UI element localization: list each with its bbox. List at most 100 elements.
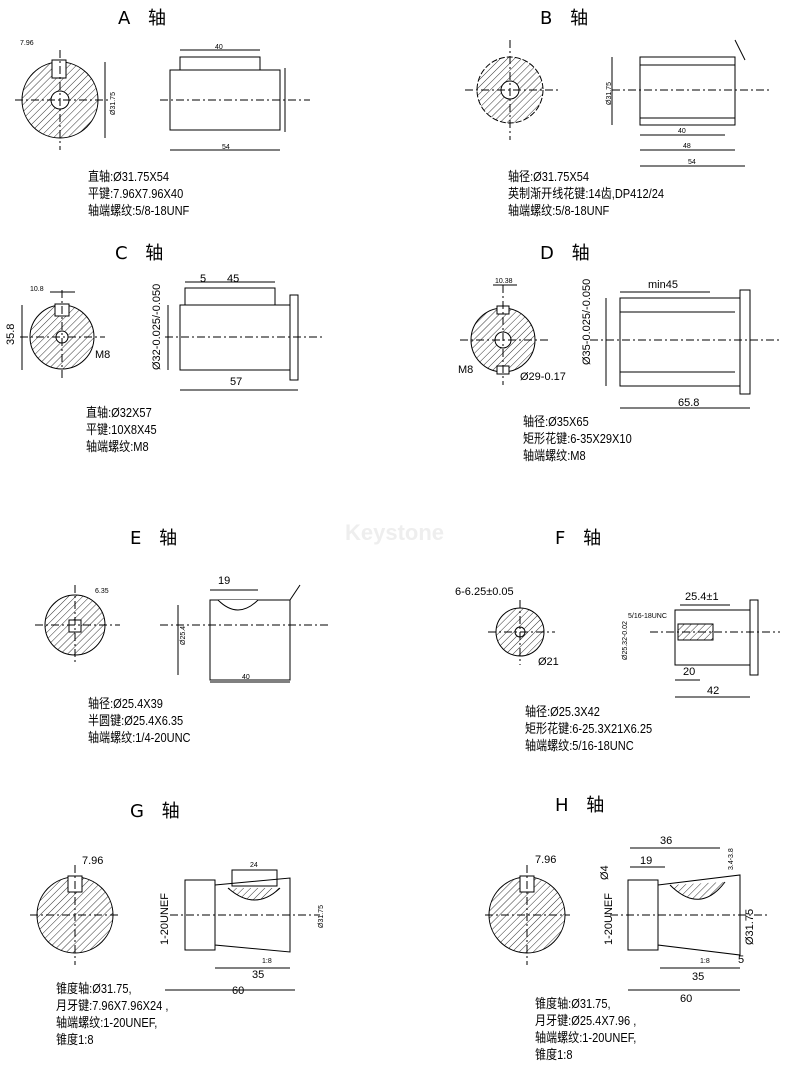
panel-c-title: C 轴 (115, 243, 170, 264)
dim-label: 40 (242, 674, 250, 681)
shaft-c-side (165, 281, 325, 391)
spec-line: 轴端螺纹:1-20UNEF, (56, 1015, 158, 1030)
dim-label: 40 (678, 128, 686, 135)
dim-label: 60 (680, 993, 693, 1005)
spec-line: 轴端螺纹:5/8-18UNF (88, 203, 190, 218)
panel-b-specs: 轴径:Ø31.75X54 英制渐开线花键:14齿,DP412/24 轴端螺纹:5… (508, 168, 664, 219)
panel-c-specs: 直轴:Ø32X57 平键:10X8X45 轴端螺纹:M8 (86, 404, 157, 455)
dim-label: 5 (738, 954, 745, 966)
dim-label: 3.4-3.8 (728, 848, 735, 870)
panel-h-specs: 锥度轴:Ø31.75, 月牙键:Ø25.4X7.96 , 轴端螺纹:1-20UN… (535, 995, 636, 1063)
dim-label: min45 (648, 279, 678, 291)
dim-label: 35 (692, 971, 705, 983)
panel-h-title: H 轴 (555, 795, 611, 816)
spec-line: 直轴:Ø31.75X54 (88, 169, 170, 184)
dim-label: 35.8 (5, 323, 17, 345)
spec-line: 轴径:Ø25.4X39 (88, 696, 163, 711)
dim-label: 6.35 (95, 588, 109, 595)
panel-a-title: A 轴 (118, 8, 173, 29)
spec-line: 矩形花键:6-25.3X21X6.25 (525, 721, 653, 736)
shaft-e-side (160, 584, 330, 683)
spec-line: 平键:10X8X45 (86, 422, 157, 437)
dim-label: 48 (683, 143, 691, 150)
dim-label: Ø35-0.025/-0.050 (581, 278, 593, 365)
dim-label: 20 (683, 666, 696, 678)
spec-line: 锥度轴:Ø31.75, (56, 981, 132, 996)
shaft-e-section (35, 585, 120, 665)
panel-f-specs: 轴径:Ø25.3X42 矩形花键:6-25.3X21X6.25 轴端螺纹:5/1… (525, 703, 652, 754)
shaft-b-section (465, 40, 560, 140)
shaft-g-section (30, 865, 120, 965)
panel-b-title: B 轴 (540, 8, 595, 29)
panel-f-title: F 轴 (555, 528, 608, 549)
dim-label: 1:8 (700, 958, 710, 965)
panel-e-specs: 轴径:Ø25.4X39 半圆键:Ø25.4X6.35 轴端螺纹:1/4-20UN… (88, 695, 191, 746)
dim-label: 6-6.25±0.05 (455, 586, 514, 598)
spec-line: 锥度1:8 (56, 1032, 94, 1047)
dim-label: Ø29-0.17 (520, 371, 566, 383)
dim-label: 24 (250, 862, 258, 869)
spec-line: 英制渐开线花键:14齿,DP412/24 (508, 186, 664, 201)
spec-line: 月牙键:Ø25.4X7.96 , (535, 1013, 637, 1028)
shaft-c-section (20, 290, 105, 380)
shaft-b-side (611, 39, 770, 167)
dim-label: 36 (660, 835, 673, 847)
shaft-d-section (460, 284, 550, 385)
dim-label: Ø31.75 (744, 908, 756, 945)
dim-label: Ø21 (538, 656, 559, 668)
panel-e-title: E 轴 (130, 528, 184, 549)
spec-line: 轴端螺纹:1/4-20UNC (88, 730, 191, 745)
shaft-f-section (488, 600, 555, 665)
dim-label: M8 (458, 364, 474, 376)
dim-label: 54 (688, 159, 696, 166)
dim-label: 5 (200, 273, 207, 285)
dim-label: 1-20UNEF (159, 893, 171, 945)
dim-label: 1-20UNEF (603, 893, 615, 945)
panel-a-specs: 直轴:Ø31.75X54 平键:7.96X7.96X40 轴端螺纹:5/8-18… (88, 168, 189, 219)
dim-label: 57 (230, 376, 243, 388)
spec-line: 轴径:Ø25.3X42 (525, 704, 600, 719)
spec-line: 轴端螺纹:5/16-18UNC (525, 738, 634, 753)
spec-line: 轴径:Ø31.75X54 (508, 169, 590, 184)
dim-label: 19 (640, 855, 653, 867)
shaft-h-section (485, 865, 570, 965)
dim-label: Ø25.32-0.02 (622, 621, 629, 660)
spec-line: 半圆键:Ø25.4X6.35 (88, 713, 184, 728)
dim-label: 10.38 (495, 278, 513, 285)
dim-label: Ø4 (599, 865, 611, 880)
shaft-a-side (160, 49, 310, 151)
panel-g-title: G 轴 (130, 801, 186, 822)
dim-label: 25.4±1 (685, 591, 719, 603)
dim-label: Ø31.75 (318, 905, 325, 928)
dim-label: 5/16-18UNC (628, 613, 667, 620)
dim-label: 7.96 (20, 40, 34, 47)
spec-line: 平键:7.96X7.96X40 (88, 186, 184, 201)
spec-line: 轴端螺纹:5/8-18UNF (508, 203, 610, 218)
spec-line: 锥度轴:Ø31.75, (535, 996, 611, 1011)
dim-label: 7.96 (82, 855, 104, 867)
shaft-d-side (590, 289, 780, 409)
spec-line: 锥度1:8 (535, 1047, 573, 1062)
dim-label: 65.8 (678, 397, 700, 409)
dim-label: M8 (95, 349, 111, 361)
dim-label: Ø25.4 (180, 625, 187, 645)
spec-line: 矩形花键:6-35X29X10 (523, 431, 632, 446)
dim-label: 54 (222, 144, 230, 151)
shaft-h-side (610, 847, 770, 991)
dim-label: Ø31.75 (110, 92, 117, 115)
spec-line: 月牙键:7.96X7.96X24 , (56, 998, 169, 1013)
panel-g-specs: 锥度轴:Ø31.75, 月牙键:7.96X7.96X24 , 轴端螺纹:1-20… (56, 980, 168, 1048)
dim-label: 19 (218, 575, 231, 587)
dim-label: 1:8 (262, 958, 272, 965)
shaft-g-side (165, 869, 320, 991)
panel-d-specs: 轴径:Ø35X65 矩形花键:6-35X29X10 轴端螺纹:M8 (523, 413, 632, 464)
dim-label: 7.96 (535, 854, 557, 866)
dim-label: Ø31.75 (606, 82, 613, 105)
watermark: Keystone (345, 520, 445, 545)
dim-label: 35 (252, 969, 265, 981)
dim-label: 45 (227, 273, 240, 285)
spec-line: 轴端螺纹:1-20UNEF, (535, 1030, 637, 1045)
dim-label: 42 (707, 685, 720, 697)
dim-label: Ø32-0.025/-0.050 (151, 283, 163, 370)
